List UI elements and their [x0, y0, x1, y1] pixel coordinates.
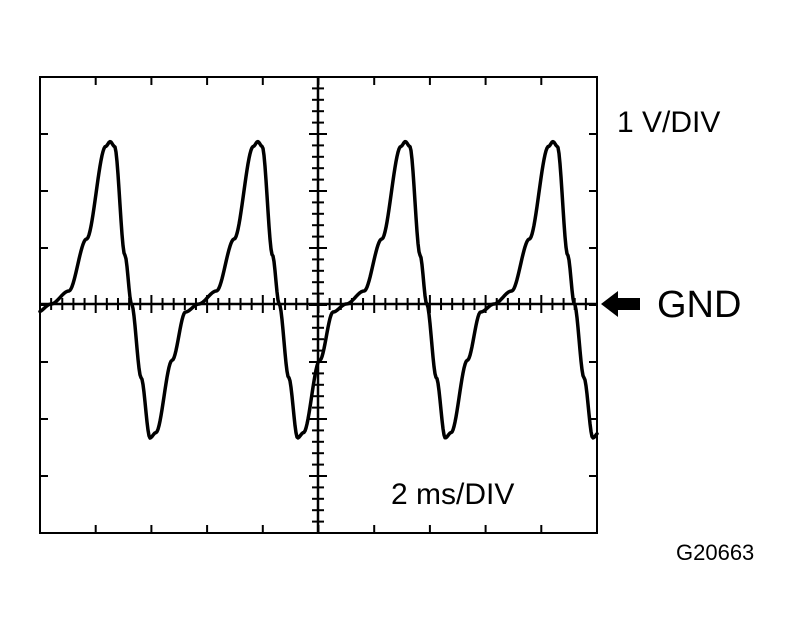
waveform-trace: [38, 139, 599, 440]
figure-code: G20663: [676, 540, 755, 565]
voltage-scale-label: 1 V/DIV: [617, 106, 721, 139]
time-scale-label: 2 ms/DIV: [391, 478, 515, 511]
center-axis-ticks: [50, 87, 587, 523]
ground-label: GND: [657, 284, 742, 326]
left-arrow-icon: [601, 291, 640, 317]
